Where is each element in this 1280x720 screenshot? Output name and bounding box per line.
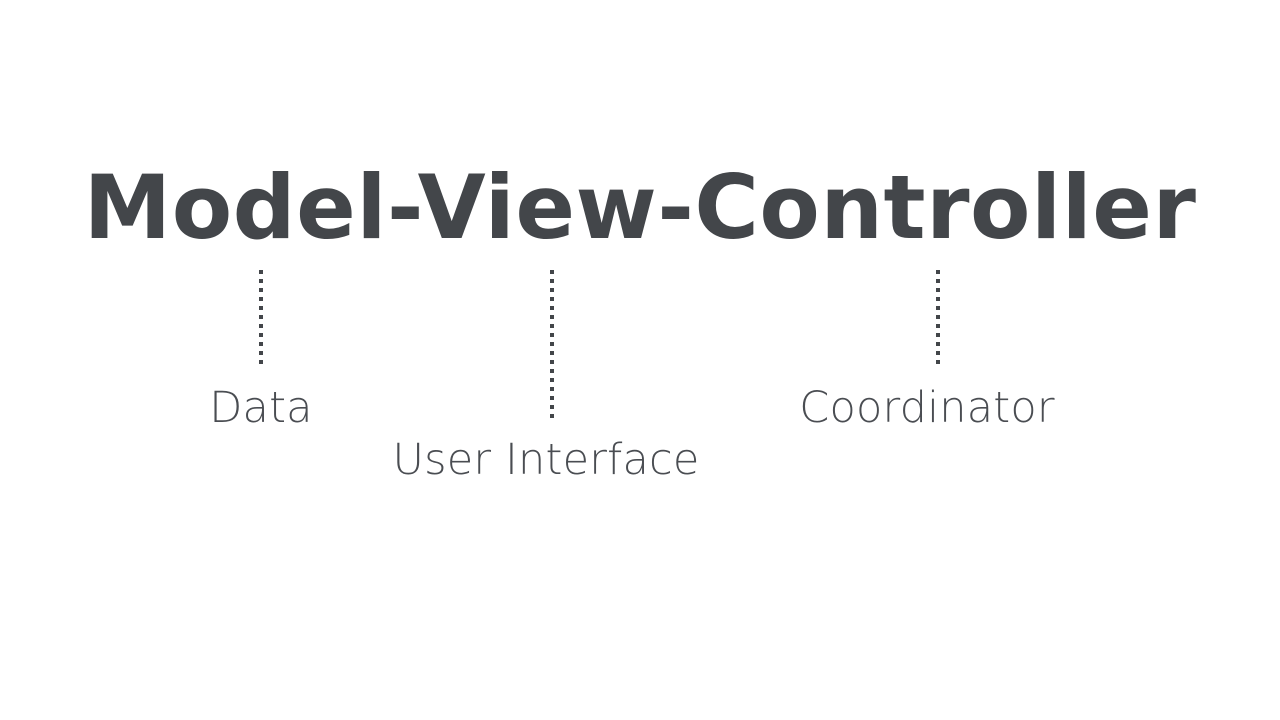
page-title: Model-View-Controller xyxy=(83,156,1197,259)
label-model-description: Data xyxy=(209,383,313,433)
dotted-connector-icon-model xyxy=(259,270,263,364)
dotted-connector-icon-controller xyxy=(936,270,940,364)
label-view-description: User Interface xyxy=(392,435,700,485)
dotted-connector-icon-view xyxy=(550,270,554,418)
label-controller-description: Coordinator xyxy=(799,383,1055,433)
